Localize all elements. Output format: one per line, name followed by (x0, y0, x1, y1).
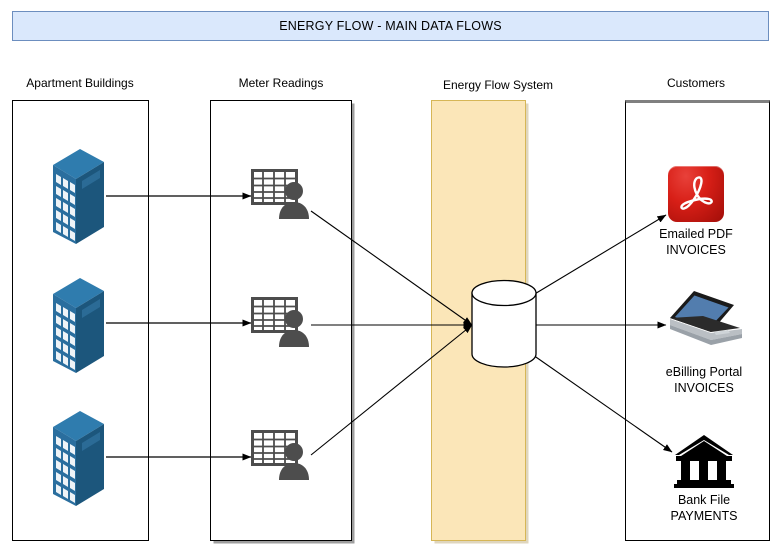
bank-file-label-line2: PAYMENTS (670, 509, 738, 523)
building-icon-1 (42, 143, 110, 249)
diagram-title-banner: ENERGY FLOW - MAIN DATA FLOWS (12, 11, 769, 41)
column-header-apartment-buildings: Apartment Buildings (26, 76, 134, 90)
building-icon-3 (42, 405, 110, 511)
diagram-title: ENERGY FLOW - MAIN DATA FLOWS (279, 19, 502, 33)
person-glyph (279, 443, 309, 480)
database-cylinder-icon (470, 279, 538, 370)
ebilling-portal-endpoint[interactable]: eBilling Portal INVOICES (662, 288, 746, 395)
column-header-energy-flow-system: Energy Flow System (442, 78, 554, 92)
ebilling-portal-label-line1: eBilling Portal (665, 365, 743, 379)
meter-reading-icon-1 (251, 169, 315, 219)
column-header-customers: Customers (666, 76, 725, 90)
person-glyph (279, 182, 309, 219)
bank-file-endpoint[interactable]: Bank File PAYMENTS (671, 434, 737, 523)
column-header-meter-readings: Meter Readings (238, 76, 324, 90)
bank-file-label-line1: Bank File (677, 493, 731, 507)
emailed-pdf-label: Emailed PDF INVOICES (616, 226, 776, 258)
emailed-pdf-label-line1: Emailed PDF (659, 227, 733, 241)
meter-reading-icon-3 (251, 430, 315, 480)
ebilling-portal-label-line2: INVOICES (674, 381, 734, 395)
emailed-pdf-label-line2: INVOICES (666, 243, 726, 257)
pdf-icon (668, 166, 724, 222)
laptop-icon (670, 291, 742, 345)
bank-icon (674, 435, 734, 488)
ebilling-portal-label: eBilling Portal INVOICES (624, 364, 781, 396)
meter-reading-icon-2 (251, 297, 315, 347)
bank-file-label: Bank File PAYMENTS (624, 492, 781, 524)
person-glyph (279, 310, 309, 347)
building-icon-2 (42, 272, 110, 378)
